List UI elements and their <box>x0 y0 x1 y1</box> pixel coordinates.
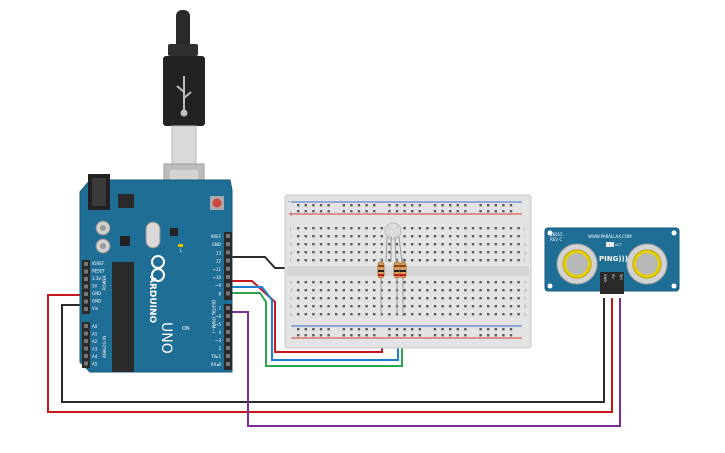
sensor-name: PING))) <box>599 255 628 263</box>
digital-pin-label: 4 <box>218 330 221 335</box>
digital-pin-label: ~10 <box>213 275 222 280</box>
digital-pin-label: AREF <box>211 234 222 239</box>
pin-sig-label: SIG <box>619 274 623 280</box>
digital-pin-label: ~11 <box>213 267 222 272</box>
analog-label: ANALOG IN <box>102 336 107 358</box>
row-letter-left: c <box>290 296 292 301</box>
sensor-rev: REV C <box>550 237 562 242</box>
arduino-logo-icon <box>151 255 165 282</box>
row-letter-left: d <box>290 288 293 293</box>
act-label: ACT <box>615 243 623 247</box>
sensor-model: 28015 <box>550 232 563 237</box>
digital-label: DIGITAL (PWM~) <box>211 300 216 334</box>
row-letter-left: a <box>290 312 293 317</box>
analog-pin-label: A4 <box>92 354 98 359</box>
row-letter-left: b <box>290 304 293 309</box>
digital-pin-label: 2 <box>218 346 221 351</box>
arduino-uno-board[interactable]: ARDUINO UNO L ON AREF GND 13 12 ~11 ~10 ~9 8 7 ~6… <box>79 174 233 373</box>
rail-plus-top: + <box>288 210 294 218</box>
transducer-left-icon <box>556 243 598 285</box>
wire-green-pin9[interactable] <box>232 292 403 367</box>
digital-pin-label: ~5 <box>215 322 221 327</box>
power-pin-label: Vin <box>92 306 99 311</box>
power-pin-label: IOREF <box>92 261 105 266</box>
row-letter-right: h <box>524 242 527 247</box>
digital-pin-label: 7 <box>218 306 221 311</box>
digital-pin-label: TX▸1 <box>210 354 221 359</box>
row-letter-right: b <box>524 304 527 309</box>
wire-blue-pin10[interactable] <box>232 286 399 361</box>
wire-black-gnd[interactable] <box>61 298 605 403</box>
model-label: UNO <box>158 322 174 354</box>
usb-icon <box>176 76 192 117</box>
atmega-chip <box>112 262 134 372</box>
on-label: ON <box>182 326 190 332</box>
act-led <box>606 242 614 247</box>
row-letter-left: j <box>289 226 291 231</box>
row-letter-right: f <box>524 258 526 263</box>
row-letter-left: f <box>290 258 292 263</box>
wire-purple-pin7[interactable] <box>232 298 621 427</box>
resistor-3[interactable] <box>399 258 407 316</box>
digital-pin-label: RX◂0 <box>211 362 222 367</box>
row-letter-left: g <box>290 250 293 255</box>
row-letter-right: j <box>523 226 525 231</box>
digital-pin-label: GND <box>212 242 221 247</box>
sensor-url: WWW.PARALLAX.COM <box>588 234 632 239</box>
row-letter-right: a <box>524 312 527 317</box>
power-pin-label: 5V <box>92 284 98 289</box>
voltage-regulator <box>118 194 134 208</box>
rail-minus-top: - <box>288 198 291 206</box>
power-pin-label: GND <box>92 299 101 304</box>
power-pin-label: GND <box>92 291 101 296</box>
digital-pin-label: 12 <box>216 259 222 264</box>
power-pin-label: 3.3V <box>92 276 101 281</box>
analog-pin-label: A1 <box>92 332 98 337</box>
row-letter-left: h <box>290 242 293 247</box>
crystal <box>145 221 161 249</box>
row-letter-right: i <box>524 234 525 239</box>
power-pin-label: RESET <box>92 269 105 274</box>
brand-label: ARDUINO <box>147 276 157 324</box>
pin-gnd-label: GND <box>603 274 607 282</box>
rgb-led[interactable] <box>384 222 403 263</box>
row-letter-right: e <box>524 280 527 285</box>
row-letter-right: g <box>524 250 527 255</box>
analog-pin-label: A5 <box>92 362 98 367</box>
row-letter-left: e <box>290 280 293 285</box>
digital-pin-label: ~3 <box>215 338 221 343</box>
digital-header-bottom[interactable] <box>224 304 232 370</box>
led-label-l: L <box>180 248 183 253</box>
row-letter-left: i <box>290 234 291 239</box>
analog-pin-label: A0 <box>92 324 98 329</box>
pin-5v-label: 5V <box>611 274 615 279</box>
digital-pin-label: ~6 <box>215 314 221 319</box>
analog-header[interactable] <box>82 322 90 368</box>
digital-pin-label: 13 <box>216 250 222 255</box>
digital-pin-label: 8 <box>218 291 221 296</box>
digital-pin-label: ~9 <box>215 283 221 288</box>
sensor-pin-header[interactable] <box>600 272 624 294</box>
center-channel <box>287 266 529 276</box>
transducer-right-icon <box>626 243 668 285</box>
digital-header-top[interactable] <box>224 232 232 300</box>
analog-pin-label: A2 <box>92 339 98 344</box>
row-letter-right: d <box>524 288 527 293</box>
resistor-1[interactable] <box>377 258 385 316</box>
wire-red-5v[interactable] <box>47 294 613 413</box>
analog-pin-label: A3 <box>92 347 98 352</box>
ping-ultrasonic-sensor[interactable]: 28015 REV C WWW.PARALLAX.COM ACT PING)))… <box>544 227 680 294</box>
power-label: POWER <box>102 275 107 290</box>
usb-cable[interactable] <box>163 10 205 209</box>
row-letter-right: c <box>524 296 526 301</box>
